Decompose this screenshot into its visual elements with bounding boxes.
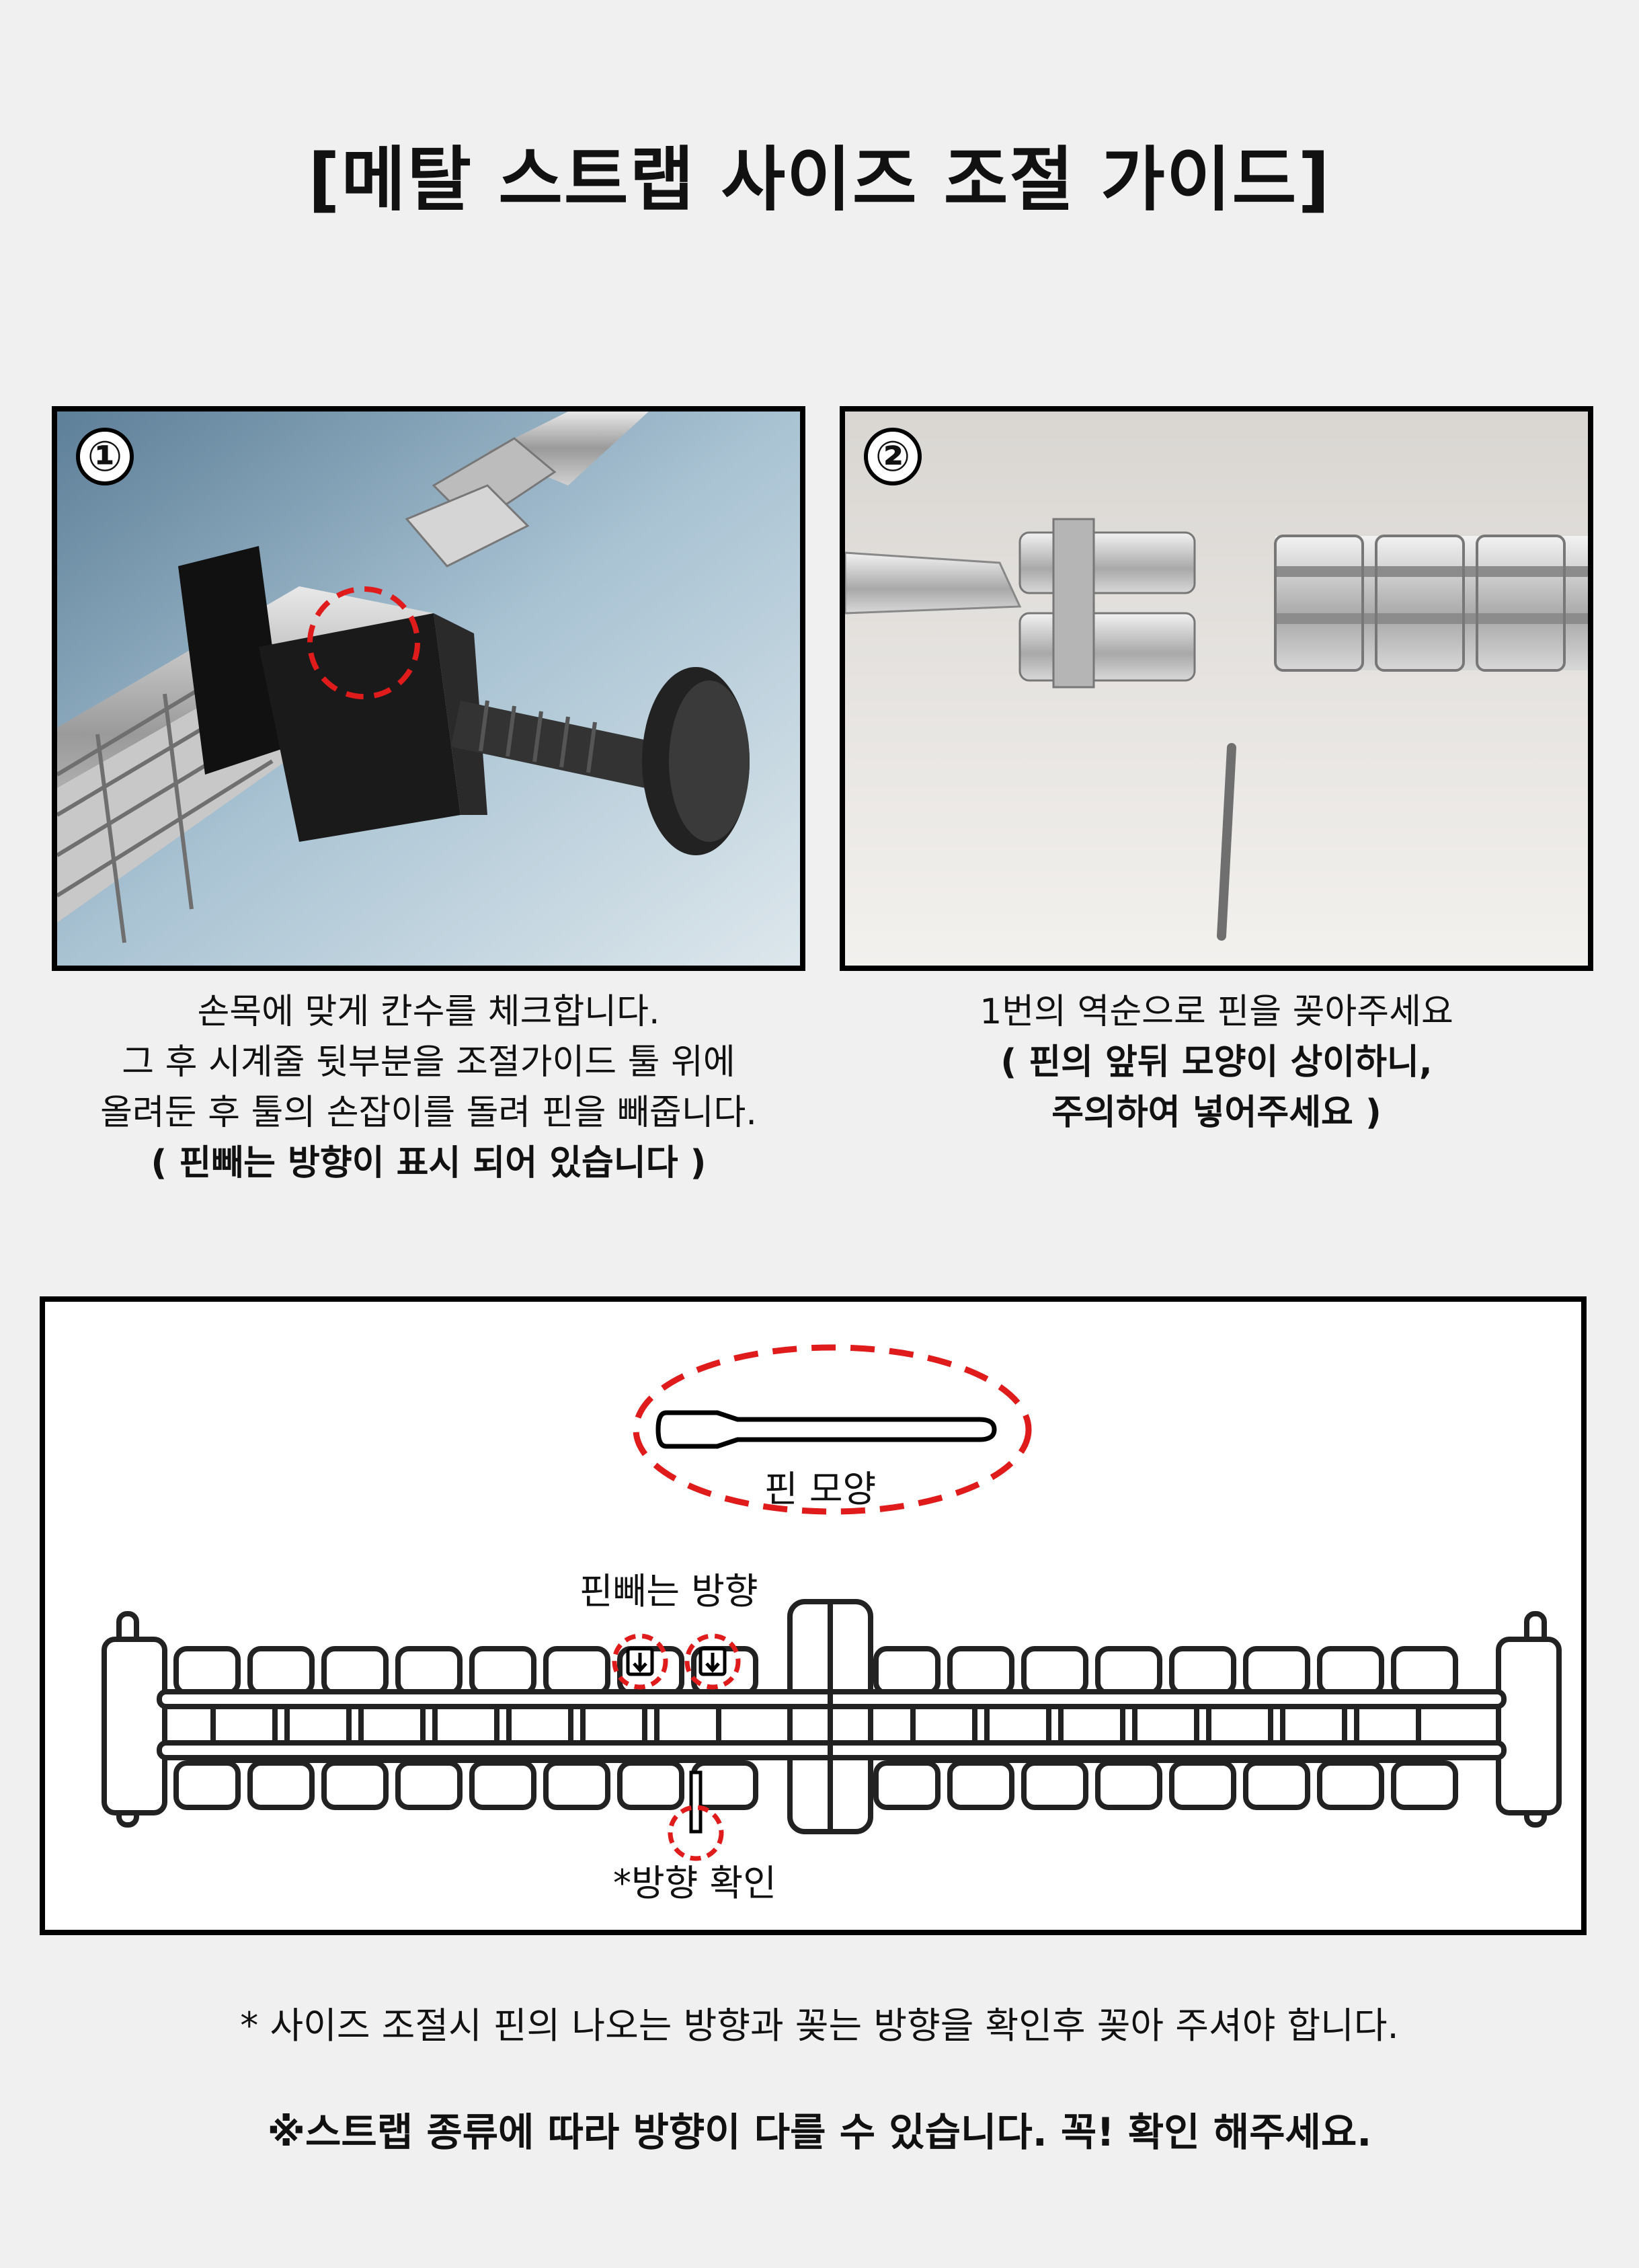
step2-line: 1번의 역순으로 핀을 꽂아주세요 <box>980 992 1453 1032</box>
pin-direction-label: 핀빼는 방향 <box>579 1570 758 1612</box>
bracelet-diagram-svg <box>102 1344 1562 1861</box>
pulled-pin <box>689 1770 703 1834</box>
step1-photo: ① <box>52 406 805 971</box>
step1-badge: ① <box>76 428 134 485</box>
pin-shape-label: 핀 모양 <box>764 1468 877 1510</box>
page-title: [메탈 스트랩 사이즈 조절 가이드] <box>308 139 1331 221</box>
pin-shape-highlight <box>633 1344 1032 1515</box>
step1-line: 올려둔 후 툴의 손잡이를 돌려 핀을 빼줍니다. <box>100 1093 757 1133</box>
step2-caption: 1번의 역순으로 핀을 꽂아주세요 ( 핀의 앞뒤 모양이 상이하니, 주의하여… <box>840 987 1593 1138</box>
strap-type-warning: ※스트랩 종류에 따라 방향이 다를 수 있습니다. 꼭! 확인 해주세요. <box>267 2109 1372 2155</box>
bracelet-links <box>157 1602 1507 1832</box>
pin-direction-arrows <box>626 1647 727 1676</box>
step1-caption: 손목에 맞게 칸수를 체크합니다. 그 후 시계줄 뒷부분을 조절가이드 툴 위… <box>52 987 805 1189</box>
step1-line: 그 후 시계줄 뒷부분을 조절가이드 툴 위에 <box>122 1042 735 1083</box>
step2-photo: ② <box>840 406 1593 971</box>
pin-shape-icon <box>655 1410 997 1449</box>
check-direction-highlight <box>668 1805 724 1861</box>
step1-photo-illustration <box>57 412 800 966</box>
pin-diagram: 핀 모양 핀빼는 방향 *방향 확인 <box>40 1296 1587 1935</box>
size-adjust-note: * 사이즈 조절시 핀의 나오는 방향과 꽂는 방향을 확인후 꽂아 주셔야 합… <box>240 2004 1399 2047</box>
check-direction-label: *방향 확인 <box>613 1862 776 1904</box>
pin-direction-highlight <box>612 1633 741 1690</box>
step2-photo-illustration <box>845 412 1588 966</box>
step1-bold-line: ( 핀빼는 방향이 표시 되어 있습니다 ) <box>151 1143 707 1183</box>
step2-bold-line: 주의하여 넣어주세요 ) <box>1051 1093 1382 1133</box>
step1-line: 손목에 맞게 칸수를 체크합니다. <box>197 992 660 1032</box>
step2-bold-line: ( 핀의 앞뒤 모양이 상이하니, <box>1000 1042 1433 1083</box>
step2-badge: ② <box>864 428 922 485</box>
